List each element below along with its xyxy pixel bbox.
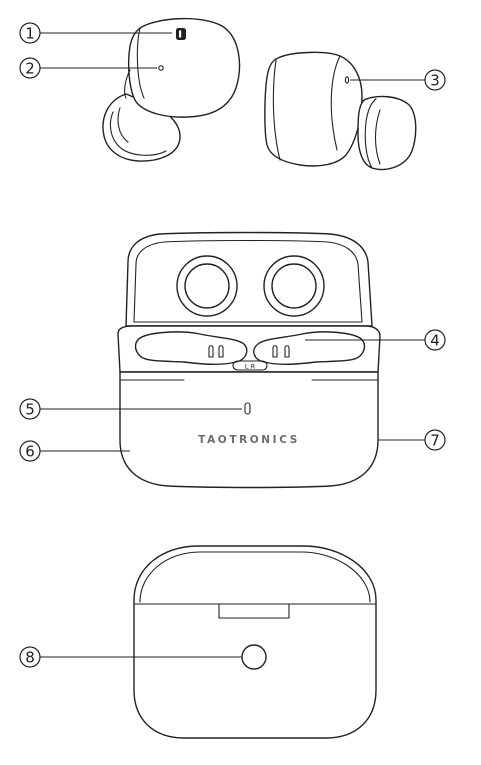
callout-1-number: 1: [25, 25, 35, 43]
case-lid: [125, 231, 373, 327]
callout-3-circle: [424, 69, 446, 91]
callout-1: 1: [19, 22, 41, 44]
callout-6-circle: [19, 440, 41, 462]
touch-control-icon: [176, 28, 186, 40]
callout-5-circle: [19, 398, 41, 420]
left-earbud-body: [128, 17, 241, 118]
right-earbud-face-line: [330, 55, 341, 151]
callout-8: 8: [19, 646, 41, 668]
lid-socket-right-inner: [271, 263, 317, 309]
callout-5: 5: [19, 398, 41, 420]
case-lid-inner: [133, 239, 363, 323]
indicator-light-icon: [244, 402, 251, 415]
indicator-light-icon: [158, 65, 164, 71]
callout-4-circle: [424, 329, 446, 351]
case-back-body: [133, 545, 377, 739]
callout-8-number: 8: [25, 649, 35, 667]
right-earbud-eartip: [357, 95, 417, 171]
charging-pins-icon: [208, 345, 290, 358]
leader-lines: [40, 32, 425, 658]
callout-5-number: 5: [25, 401, 35, 419]
charging-case-open: L R TAOTRONICS: [117, 231, 381, 489]
callout-4: 4: [424, 329, 446, 351]
callout-2: 2: [19, 57, 41, 79]
case-back-inner-outline: [139, 551, 371, 603]
callout-3: 3: [424, 69, 446, 91]
cavity-left: [134, 331, 248, 365]
right-earbud-eartip-inner: [374, 109, 381, 165]
right-earbud-seam: [272, 59, 281, 161]
cavity-right: [253, 331, 366, 365]
right-indicator-light-icon: [344, 76, 350, 84]
right-earbud: [264, 51, 417, 171]
lid-socket-left-outer: [176, 255, 238, 317]
left-earbud-eartip-rim: [109, 111, 167, 156]
lr-label: L R: [245, 363, 256, 371]
left-earbud-shell-line: [124, 69, 131, 99]
lid-socket-left-inner: [184, 263, 230, 309]
callout-7-circle: [424, 429, 446, 451]
lid-socket-right-outer: [263, 255, 325, 317]
callout-6-number: 6: [25, 443, 35, 461]
charging-case-back: [133, 545, 377, 739]
left-earbud: [102, 17, 241, 162]
case-base: [119, 371, 379, 489]
case-back-hinge: [218, 603, 290, 619]
case-rim: [117, 325, 381, 373]
right-earbud-body: [264, 51, 363, 167]
callout-2-number: 2: [25, 60, 35, 78]
callout-7-number: 7: [430, 432, 440, 450]
callout-8-circle: [19, 646, 41, 668]
callout-2-circle: [19, 57, 41, 79]
callout-7: 7: [424, 429, 446, 451]
right-earbud-eartip-rim: [364, 98, 377, 169]
callout-1-circle: [19, 22, 41, 44]
left-earbud-eartip-inner: [117, 107, 129, 143]
brand-logo-text: TAOTRONICS: [198, 434, 300, 446]
callout-4-number: 4: [430, 332, 440, 350]
callout-3-number: 3: [430, 72, 440, 90]
lr-label-plate: [232, 360, 268, 371]
callout-6: 6: [19, 440, 41, 462]
